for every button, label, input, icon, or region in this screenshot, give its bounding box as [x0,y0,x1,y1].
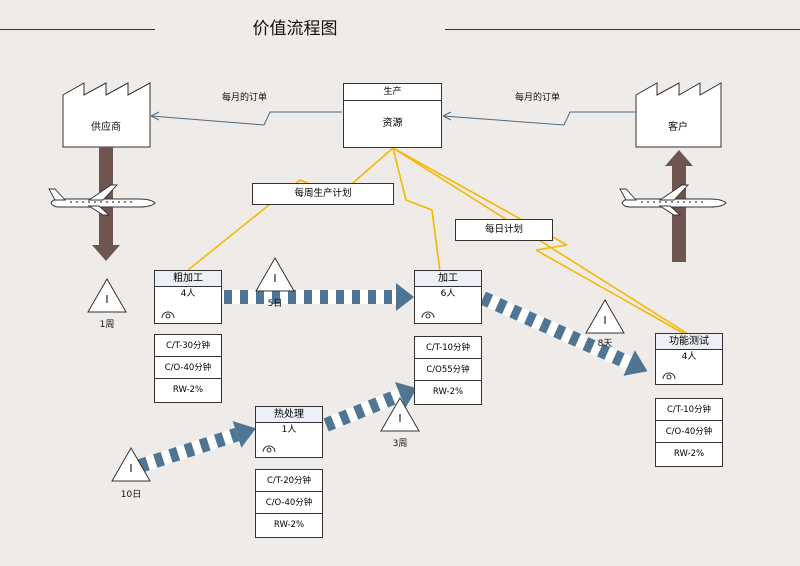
inventory-label-4: 3周 [393,438,408,449]
process-name: 加工 [415,271,481,287]
daily-plan-box[interactable]: 每日计划 [455,219,553,241]
production-control-box[interactable]: 生产 资源 [343,83,442,148]
weekly-plan-box[interactable]: 每周生产计划 [252,183,394,205]
process-people: 4人 [681,352,697,362]
production-control-header: 生产 [344,84,441,101]
data-changeover: C/O-40分钟 [155,357,221,379]
push-arrow-3 [137,421,257,473]
inventory-label-5: 10日 [121,489,141,500]
supplier-factory-icon [62,82,151,148]
inventory-glyph-5: I [129,462,132,475]
data-box-machining: C/T-10分钟 C/O55分钟 RW-2% [414,336,482,405]
inventory-label-1: 1周 [100,319,115,330]
inventory-glyph-1: I [105,293,108,306]
title-rule-left [0,29,155,30]
data-changeover: C/O55分钟 [415,359,481,381]
title-rule-right [445,29,800,30]
process-people: 6人 [440,289,456,299]
page-title: 价值流程图 [252,19,338,39]
process-box-machining[interactable]: 加工 6人 [414,270,482,324]
data-changeover: C/O-40分钟 [256,492,322,514]
data-rework: RW-2% [273,520,305,530]
process-people: 1人 [281,425,297,435]
data-rework: RW-2% [673,449,705,459]
data-box-rough: C/T-30分钟 C/O-40分钟 RW-2% [154,334,222,403]
operator-icon [262,445,276,453]
data-rework: RW-2% [432,387,464,397]
supplier-label: 供应商 [91,122,121,133]
data-rework: RW-2% [172,385,204,395]
operator-icon [161,311,175,319]
supplier-order-flow [150,111,342,126]
push-arrow-4 [323,382,417,432]
inventory-label-2: 5日 [268,298,283,309]
inventory-glyph-3: I [603,314,606,327]
process-box-function-test[interactable]: 功能测试 4人 [655,333,723,385]
customer-order-label: 每月的订单 [515,93,561,103]
push-arrow-1 [222,283,414,311]
push-arrow-2 [480,291,648,376]
data-box-heat-treat: C/T-20分钟 C/O-40分钟 RW-2% [255,469,323,538]
inventory-label-3: 8天 [598,339,613,349]
supplier-order-label: 每月的订单 [222,93,268,103]
data-cycle-time: C/T-30分钟 [155,335,221,357]
process-box-heat-treat[interactable]: 热处理 1人 [255,406,323,458]
data-cycle-time: C/T-10分钟 [415,337,481,359]
inventory-glyph-4: I [398,412,401,425]
inventory-glyph-2: I [273,272,276,285]
process-name: 功能测试 [656,334,722,350]
operator-icon [421,311,435,319]
customer-order-flow [442,111,636,126]
data-cycle-time: C/T-10分钟 [656,399,722,421]
process-name: 粗加工 [155,271,221,287]
production-control-body: 资源 [382,118,403,129]
data-cycle-time: C/T-20分钟 [256,470,322,492]
process-people: 4人 [180,289,196,299]
process-box-rough[interactable]: 粗加工 4人 [154,270,222,324]
customer-factory-icon [635,82,722,148]
process-name: 热处理 [256,407,322,423]
data-box-function-test: C/T-10分钟 C/O-40分钟 RW-2% [655,398,723,467]
customer-label: 客户 [668,122,688,133]
operator-icon [662,372,676,380]
data-changeover: C/O-40分钟 [656,421,722,443]
